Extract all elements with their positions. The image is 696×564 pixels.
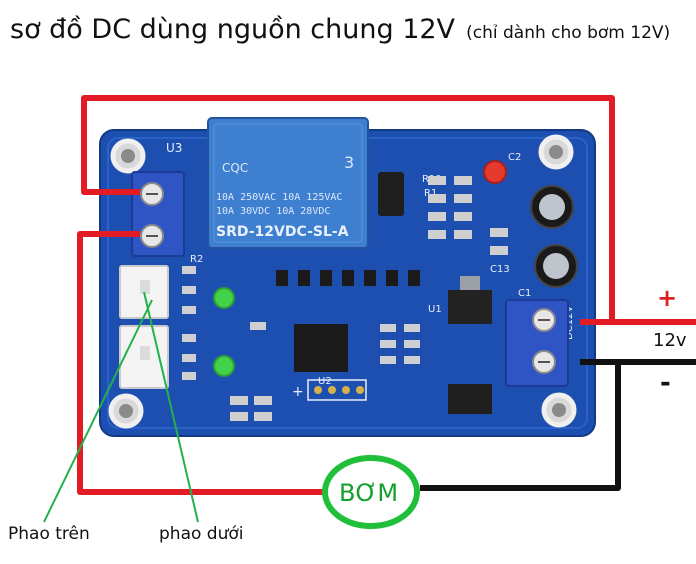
transistor-row [276,270,420,286]
float-top-label: Phao trên [8,524,90,544]
relay-number: 3 [344,153,354,172]
electrolytic-capacitors [530,185,578,288]
diagram-title: sơ đồ DC dùng nguồn chung 12V (chỉ dành … [10,14,670,45]
smd-components [182,176,508,421]
supply-plus-label: + [657,284,678,312]
status-leds [213,160,507,377]
label-plus-pin: + [292,384,304,400]
float-terminal-block [131,171,185,257]
relay-brand: CQC [222,161,248,175]
pump-label: BƠM [339,479,399,507]
supply-minus-label: - [660,368,671,398]
pin-header [307,379,367,401]
silkscreen-labels: U3 U1 U2 R2 C1 C2 C13 R1 R10 DC12V + [166,141,575,400]
float-top-pointer [43,299,153,523]
label-c1: C1 [518,288,531,299]
label-u2: U2 [318,376,332,387]
float-sensor-connectors [119,265,169,389]
integrated-circuits [294,172,492,414]
title-note: (chỉ dành cho bơm 12V) [466,23,671,43]
title-main: sơ đồ DC dùng nguồn chung 12V [10,14,456,45]
negative-wire-to-pump [420,362,621,491]
relay: CQC 3 10A 250VAC 10A 125VAC 10A 30VDC 10… [207,117,369,249]
float-bottom-label: phao dưới [159,524,244,544]
pump-ring [322,455,420,529]
label-c2: C2 [508,152,521,163]
label-c13: C13 [490,264,510,275]
label-r2: R2 [190,254,203,265]
led-red [483,160,507,184]
label-dc12v: DC12V [564,306,575,340]
relay-rating-line2: 10A 30VDC 10A 28VDC [216,206,330,217]
label-r1: R1 [424,188,437,199]
float-bottom-pointer [143,291,199,523]
led-green-1 [213,287,235,309]
label-u3: U3 [166,141,182,155]
power-terminal-block [505,299,569,387]
led-green-2 [213,355,235,377]
supply-voltage-label: 12v [653,330,687,351]
positive-wire-to-pump [77,231,326,495]
label-u1: U1 [428,304,442,315]
relay-model: SRD-12VDC-SL-A [216,224,349,240]
relay-rating-line1: 10A 250VAC 10A 125VAC [216,192,342,203]
